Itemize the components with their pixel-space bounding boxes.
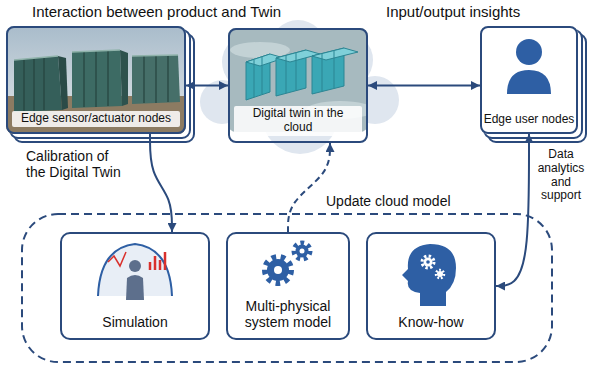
system-model-box: Multi-physical system model xyxy=(226,232,350,340)
chart-line xyxy=(108,252,126,266)
node-label: Edge user nodes xyxy=(482,113,576,127)
digital-twin-box: Digital twin in the cloud xyxy=(228,28,368,143)
container-ribs xyxy=(24,51,168,111)
gear-teeth xyxy=(436,270,444,278)
gear-teeth xyxy=(422,256,434,268)
node-label: Edge sensor/actuator nodes xyxy=(12,111,180,127)
gear-hole xyxy=(300,249,305,254)
dashed-region xyxy=(22,214,552,362)
heading-label: Interaction between product and Twin xyxy=(32,3,281,20)
chart-bars xyxy=(150,252,165,270)
connector-arrow xyxy=(288,143,330,232)
gear-body xyxy=(424,258,433,267)
container-edges xyxy=(14,50,178,60)
user-node-box: Edge user nodes xyxy=(480,26,578,134)
connector-arrow xyxy=(368,85,480,87)
user-body xyxy=(507,70,551,94)
container xyxy=(72,50,122,108)
gear-body xyxy=(296,245,309,258)
twin-ribs xyxy=(254,51,334,97)
person-head xyxy=(129,260,141,272)
user-head xyxy=(516,39,542,65)
gear-hole xyxy=(426,260,430,264)
node-label: Know-how xyxy=(368,314,494,330)
gear-teeth xyxy=(265,257,291,283)
simulation-icon xyxy=(98,244,172,300)
gear-teeth xyxy=(294,243,310,259)
sensor-node-box: Edge sensor/actuator nodes xyxy=(6,26,186,134)
connector-arrow xyxy=(150,134,172,232)
container-side xyxy=(120,50,128,106)
head-profile xyxy=(402,244,456,306)
node-label: Simulation xyxy=(62,314,208,330)
heading-label: Input/output insights xyxy=(386,3,520,20)
edge-label: Calibration of the Digital Twin xyxy=(26,148,128,180)
node-label: Multi-physical system model xyxy=(228,298,348,330)
edge-label: Data analytics and support xyxy=(535,148,587,203)
container-side xyxy=(58,56,68,110)
sky xyxy=(6,26,186,134)
cloud-shape xyxy=(200,20,399,154)
simulation-box: Simulation xyxy=(60,232,210,340)
container xyxy=(14,56,62,112)
node-label: Digital twin in the cloud xyxy=(234,106,362,136)
container-photo xyxy=(6,26,186,134)
gear-hole xyxy=(274,266,282,274)
gears-icon xyxy=(265,243,310,283)
connector-arrow xyxy=(186,85,228,87)
gear-body xyxy=(267,259,289,281)
edge-label: Update cloud model xyxy=(326,193,451,209)
person-body xyxy=(126,275,144,300)
know-how-icon xyxy=(402,244,456,306)
gear-body xyxy=(437,271,443,277)
twin-container-top xyxy=(312,48,358,60)
know-how-box: Know-how xyxy=(366,232,496,340)
user-box-ground xyxy=(480,26,578,134)
ground-texture xyxy=(230,42,290,58)
connector-arrow xyxy=(496,134,529,286)
